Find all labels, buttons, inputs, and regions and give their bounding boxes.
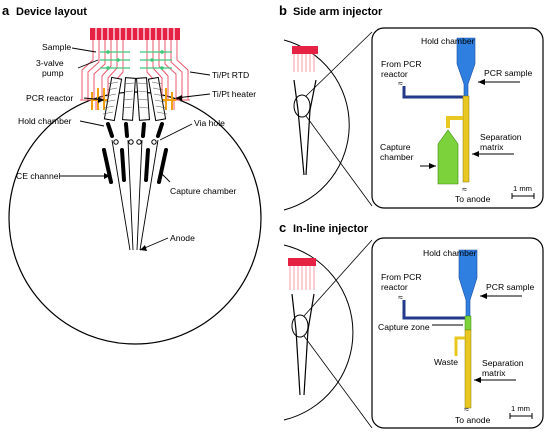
panel-a-title: Device layout xyxy=(16,6,87,18)
b-label-pcr-sample: PCR sample xyxy=(484,68,532,78)
b-wavy-anode: ≈ xyxy=(462,184,467,194)
pcr-channel-c xyxy=(402,300,466,320)
label-capture-chamber: Capture chamber xyxy=(170,186,237,196)
pcr-reactor-right xyxy=(147,76,167,122)
mini-traces-b xyxy=(293,54,315,72)
electrode-pads xyxy=(90,28,180,40)
capture-chambers xyxy=(102,148,168,184)
b-label-hold-chamber: Hold chamber xyxy=(421,36,475,46)
zoom-lines-b xyxy=(305,31,373,207)
c-label-capture-zone: Capture zone xyxy=(378,322,430,332)
b-label-matrix: matrix xyxy=(480,142,504,152)
c-scale-label: 1 mm xyxy=(511,404,530,413)
c-label-reactor: reactor xyxy=(381,282,408,292)
pad-row xyxy=(90,28,180,40)
pcr-reactor-center-left xyxy=(122,77,136,121)
panel-b-title: Side arm injector xyxy=(293,6,383,18)
zoom-box-c xyxy=(371,237,544,429)
ce-channels xyxy=(111,139,159,251)
label-ce-channel: CE channel xyxy=(16,171,61,181)
zoom-lines-c xyxy=(303,239,373,429)
b-label-chamber: chamber xyxy=(380,152,414,162)
c-label-hold-chamber: Hold chamber xyxy=(423,248,477,258)
label-rtd: Ti/Pt RTD xyxy=(212,70,249,80)
panel-a-leaders xyxy=(60,47,211,251)
b-label-separation: Separation xyxy=(480,132,522,142)
c-wavy-anode: ≈ xyxy=(464,404,469,414)
label-hold-chamber: Hold chamber xyxy=(18,116,72,126)
pcr-channel-b xyxy=(402,86,464,99)
c-label-waste: Waste xyxy=(434,357,458,367)
reactor-hatching xyxy=(102,81,168,115)
b-label-capture: Capture xyxy=(380,142,411,152)
panel-a: a Device layout xyxy=(2,3,262,345)
waste-arm-c xyxy=(454,336,465,356)
label-pump: pump xyxy=(42,68,64,78)
zoom-circle-b xyxy=(293,94,311,118)
separation-channel-b xyxy=(462,95,470,183)
mini-pads-c xyxy=(288,258,316,266)
panel-b-arrowheads xyxy=(429,79,485,169)
panel-c-arrowheads xyxy=(474,293,487,383)
label-sample: Sample xyxy=(42,42,71,52)
c-label-separation: Separation xyxy=(482,358,524,368)
panel-a-arrowheads xyxy=(98,95,182,251)
pcr-reactor-left xyxy=(103,76,123,122)
hold-chambers xyxy=(106,122,164,138)
zoom-circle-c xyxy=(291,314,309,338)
mini-pads-b xyxy=(292,46,318,54)
b-wavy-pcr: ≈ xyxy=(398,78,403,88)
b-label-reactor: reactor xyxy=(381,69,408,79)
pcr-reactor-center-right xyxy=(136,77,150,121)
device-wafer-outline xyxy=(8,91,262,345)
b-scale-label: 1 mm xyxy=(513,184,532,193)
side-arm-b xyxy=(446,116,463,128)
panel-b-letter: b xyxy=(279,3,287,18)
mini-traces-c xyxy=(289,266,315,290)
label-3-valve: 3-valve xyxy=(36,58,64,68)
c-label-from-pcr: From PCR xyxy=(381,272,422,282)
panel-a-letter: a xyxy=(2,3,10,18)
b-label-from-pcr: From PCR xyxy=(381,59,422,69)
panel-b: b Side arm injector xyxy=(279,3,544,211)
c-wavy-pcr: ≈ xyxy=(398,292,403,302)
pad-separators xyxy=(95,28,175,40)
valve-dots xyxy=(106,50,164,70)
pcr-reactors xyxy=(102,76,168,122)
label-via-hole: Via hole xyxy=(194,118,225,128)
label-pcr-reactor: PCR reactor xyxy=(26,93,73,103)
valve-pump-lines xyxy=(100,51,172,69)
label-anode: Anode xyxy=(170,233,195,243)
b-label-to-anode: To anode xyxy=(455,194,491,204)
c-label-matrix: matrix xyxy=(482,368,506,378)
c-label-pcr-sample: PCR sample xyxy=(486,282,534,292)
panel-c-letter: c xyxy=(279,220,286,235)
via-holes xyxy=(113,139,157,145)
panel-c-title: In-line injector xyxy=(293,223,369,235)
separation-channel-c xyxy=(464,329,472,409)
panel-c: c In-line injector xyxy=(279,220,544,429)
capture-chamber-b xyxy=(437,129,459,185)
label-heater: Ti/Pt heater xyxy=(212,89,256,99)
c-label-to-anode: To anode xyxy=(455,415,491,425)
mini-wafer-c xyxy=(283,244,354,421)
capture-zone-c xyxy=(464,315,472,331)
